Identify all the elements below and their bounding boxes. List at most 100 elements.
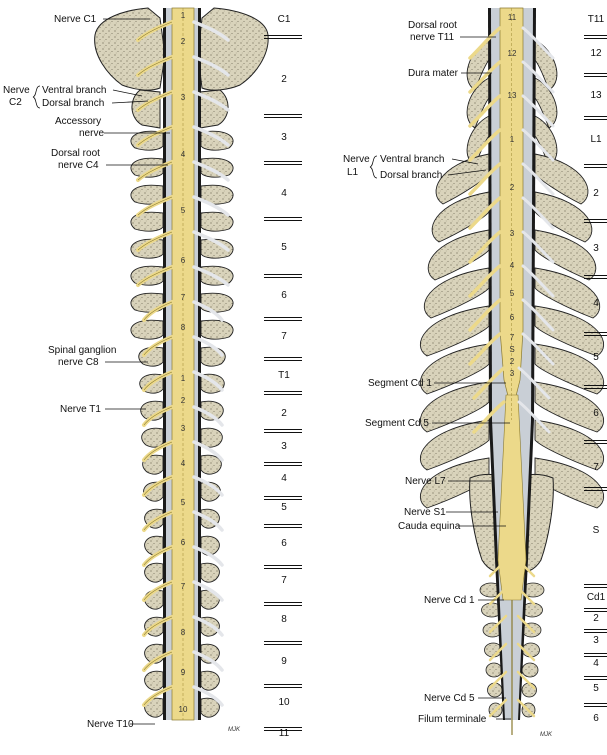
label-nerve-cd5: Nerve Cd 5	[424, 693, 475, 704]
left-cord-segment-8: 8	[181, 323, 186, 332]
caudal-nerve-l-3	[488, 614, 508, 634]
left-nerve-root-r-5	[192, 160, 230, 182]
vertebra-label-right-5: 2	[593, 188, 599, 199]
vertebra-label-right-7: 4	[593, 298, 599, 309]
vertebra-label-left-11: 4	[281, 473, 287, 484]
left-nerve-root-r-3	[192, 90, 230, 112]
right-vertebra-process-r-8	[534, 305, 605, 357]
left-signature: MJK	[228, 727, 241, 733]
right-cord-segment-5: 2	[510, 183, 515, 192]
left-cord-segment-2: 2	[181, 37, 186, 46]
cauda-equina	[497, 394, 527, 601]
left-nerve-root-r-1	[192, 20, 230, 42]
right-vertebra-stack	[419, 39, 605, 718]
left-nerve-outline-l-15	[143, 511, 173, 531]
caudal-vertebra-r-5	[521, 662, 539, 678]
left-nerve-outline-l-20	[143, 686, 173, 706]
vertebra-label-left-9: 2	[281, 408, 287, 419]
left-cord-segment-16: 8	[181, 628, 186, 637]
left-nerve-root-r-6	[192, 195, 230, 217]
leader-l1-dorsal	[447, 169, 487, 176]
caudal-nerve-r-3	[516, 614, 536, 634]
vertebra-label-left-5: 5	[281, 242, 287, 253]
right-vertebra-process-r-4	[534, 153, 589, 205]
vertebra-label-left-7: 7	[281, 331, 287, 342]
left-cord-segment-9: 1	[181, 374, 186, 383]
left-nerve-outline-l-2	[137, 56, 173, 76]
left-labels: Nerve C1 Nerve C2 Ventral branch Dorsal …	[3, 14, 241, 733]
right-nerve-root-l-1	[468, 26, 502, 60]
label-nerve-t10: Nerve T10	[87, 719, 134, 730]
axis-vertebra-right	[199, 89, 229, 129]
caudal-vertebra-l-6	[487, 682, 503, 698]
label-accessory-line1: Accessory	[55, 116, 101, 127]
left-vertebra-process-r-4	[200, 211, 234, 232]
caudal-nerve-r-4	[516, 642, 536, 662]
right-nerve-root-r-6	[521, 196, 555, 230]
left-nerve-root-r-15	[192, 510, 224, 532]
left-nerve-root-r-4	[192, 125, 230, 147]
left-nerve-root-r-19	[192, 650, 224, 672]
right-cord-segment-1: 11	[508, 13, 517, 22]
left-vertebra-process-r-5	[200, 238, 234, 259]
left-cord-segment-13: 5	[181, 498, 186, 507]
left-nerve-outline-l-9	[143, 301, 173, 321]
left-nerve-outline-l-4	[137, 126, 173, 146]
right-cord-segment-4: 1	[510, 135, 515, 144]
label-nerve-l1-line1: Nerve	[343, 154, 370, 165]
vertebra-label-right-16: 5	[593, 683, 599, 694]
leader-c2-dorsal	[111, 100, 149, 104]
left-vertebra-process-r-2	[200, 157, 234, 178]
right-nerve-root-r-5	[521, 162, 555, 196]
left-nerve-outline-l-8	[137, 266, 173, 286]
left-vertebra-process-l-4	[130, 211, 164, 232]
vertebra-label-right-6: 3	[593, 243, 599, 254]
left-nerve-root-r-17	[192, 580, 224, 602]
left-nerve-root-r-16	[192, 545, 224, 567]
left-cord-segment-5: 5	[181, 206, 186, 215]
caudal-nerve-r-6	[516, 698, 536, 718]
vertebra-label-right-10: 7	[593, 462, 599, 473]
label-accessory-line2: nerve	[79, 128, 104, 139]
label-c2-dorsal-branch: Dorsal branch	[42, 98, 104, 109]
left-nerve-outline-l-16	[143, 546, 173, 566]
right-nerve-root-l-7	[468, 230, 502, 264]
right-cord-segment-7: 4	[510, 261, 515, 270]
vertebra-label-right-17: 6	[593, 713, 599, 724]
left-nerve-root-r-14	[192, 475, 224, 497]
right-vertebra-process-l-11	[419, 419, 490, 471]
right-nerve-root-r-1	[521, 26, 555, 60]
left-vertebra-process-r-8	[200, 319, 234, 340]
left-cord-segment-11: 3	[181, 424, 186, 433]
left-nerve-root-r-8	[192, 265, 230, 287]
vertebra-label-right-1: T11	[588, 14, 605, 25]
vertebra-label-left-13: 6	[281, 538, 287, 549]
vertebra-label-right-4: L1	[590, 134, 602, 145]
label-ganglion-c8-line1: Spinal ganglion	[48, 345, 116, 356]
vertebra-label-right-12: Cd1	[587, 592, 606, 603]
right-cord-segment-12: 2	[510, 357, 515, 366]
label-filum-terminale: Filum terminale	[418, 714, 487, 725]
left-nerve-outline-l-7	[137, 231, 173, 251]
right-vertebra-process-l-10	[419, 381, 490, 433]
right-cord-segment-8: 5	[510, 289, 515, 298]
left-vertebra-process-r-17	[200, 562, 220, 583]
left-nerve-root-r-10	[192, 335, 224, 357]
left-vertebrae	[94, 7, 269, 129]
left-nerve-outline-l-11	[143, 371, 173, 391]
vertebra-label-left-14: 7	[281, 575, 287, 586]
left-cord-segment-15: 7	[181, 582, 186, 591]
vertebra-label-left-6: 6	[281, 290, 287, 301]
label-nerve-s1: Nerve S1	[404, 507, 446, 518]
left-vertebra-process-l-2	[130, 157, 164, 178]
right-cord-segment-11: S	[509, 345, 514, 354]
left-vertebra-process-l-5	[130, 238, 164, 259]
left-cord-segment-18: 10	[179, 705, 188, 714]
left-vertebra-process-l-17	[144, 562, 164, 583]
left-cord-segment-4: 4	[181, 150, 186, 159]
right-nerve-root-r-3	[521, 94, 555, 128]
right-nerve-root-l-12	[472, 400, 506, 434]
